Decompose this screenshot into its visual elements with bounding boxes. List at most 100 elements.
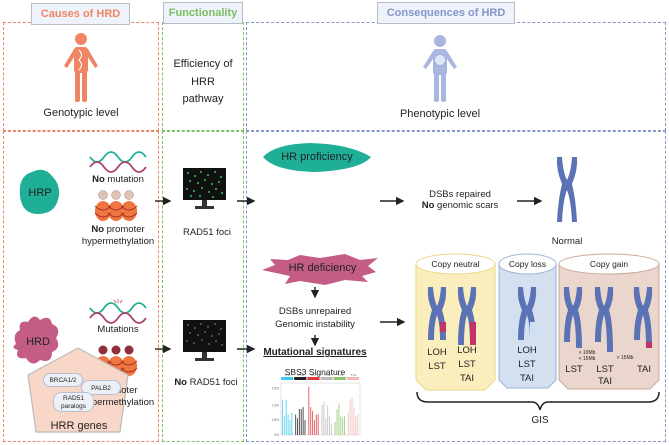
- rad51-foci-text: RAD51 foci: [186, 377, 238, 388]
- gene-palb2: PALB2: [81, 380, 121, 395]
- size-note-gt15: > 15Mb: [616, 355, 634, 361]
- genotypic-level-label: Genotypic level: [43, 107, 119, 119]
- sbs3-ytick-label: 0%: [274, 433, 279, 437]
- sbs3-plot-frame: [280, 382, 361, 436]
- sbs3-bar: [285, 399, 287, 435]
- sbs3-bar: [353, 407, 355, 435]
- sbs3-bar: [342, 418, 344, 435]
- gain-1-label: LST: [565, 364, 583, 375]
- hrp-blob: [19, 169, 60, 214]
- hr-deficiency-label: HR deficiency: [288, 262, 357, 274]
- sbs3-bar: [347, 412, 349, 435]
- sbs3-bar: [317, 414, 319, 435]
- no-bold: No: [174, 377, 187, 388]
- sbs3-bar: [298, 409, 300, 435]
- sbs3-bar: [344, 416, 346, 435]
- size-note-gt10: > 10Mb: [578, 350, 596, 356]
- sbs3-bar: [340, 416, 342, 435]
- sbs3-bar: [312, 410, 314, 435]
- sbs3-category-band: [333, 377, 346, 380]
- no-rad51-foci-label: No RAD51 foci: [166, 377, 246, 389]
- sbs3-bar: [327, 405, 329, 435]
- no-bold: No: [92, 174, 105, 185]
- mutations-label: Mutations: [97, 324, 139, 335]
- causes-bottom-box: [3, 131, 159, 442]
- monitor-icon-no-rad51-foci: [183, 320, 226, 361]
- gain-2-label-1: LST: [596, 364, 614, 375]
- dsbs-repaired-label: DSBs repaired: [429, 189, 491, 200]
- copy-neutral-title: Copy neutral: [431, 259, 480, 269]
- neutral-2-label-3: TAI: [459, 373, 475, 384]
- sbs3-bar: [330, 423, 332, 435]
- phenotype-person-icon: [423, 35, 457, 102]
- gene-brca12: BRCA1/2: [43, 373, 83, 387]
- hr-proficiency-label: HR proficiency: [281, 151, 353, 163]
- hr-proficiency-shape: [263, 143, 371, 172]
- loss-label-1: LOH: [517, 345, 537, 356]
- efficiency-line3: pathway: [182, 93, 224, 105]
- sbs3-bar: [328, 416, 330, 435]
- genotype-person-icon: [64, 33, 98, 102]
- no-promoter-label: No promoter: [70, 224, 166, 236]
- sbs3-bar: [283, 416, 285, 435]
- gis-label: GIS: [531, 415, 549, 426]
- sbs3-bar: [315, 414, 317, 435]
- sbs3-bar: [349, 399, 351, 435]
- mutation-text: mutation: [104, 174, 144, 185]
- consequences-bottom-box: [246, 131, 666, 442]
- chromosome-gain-1: [563, 287, 583, 348]
- sbs3-bar: [325, 418, 327, 435]
- sbs3-category-band: [294, 377, 307, 380]
- genomic-scars-text: genomic scars: [434, 200, 499, 211]
- copy-gain-title: Copy gain: [589, 259, 629, 269]
- gain-3-label: TAI: [636, 364, 652, 375]
- sbs3-ytick-label: 0.8%: [272, 418, 279, 422]
- sbs3-category-label: C>G: [298, 373, 305, 377]
- sbs3-bar: [310, 407, 312, 435]
- sbs3-category-label: C>A: [285, 373, 291, 377]
- genomic-instability-label: Genomic instability: [275, 319, 355, 330]
- hrr-genes-title: HRR genes: [50, 420, 108, 432]
- monitor-icon-rad51-foci: [183, 168, 226, 209]
- sbs3-category-label: T>G: [350, 373, 357, 377]
- size-note-lt15: < 15Mb: [578, 356, 596, 362]
- gain-2-label-2: TAI: [597, 376, 613, 387]
- no-genomic-scars-label: No genomic scars: [405, 200, 515, 212]
- hrd-blob: [13, 316, 59, 364]
- efficiency-line1: Efficiency of: [173, 58, 233, 70]
- gene-rad51-paralogs: RAD51 paralogs: [53, 392, 94, 412]
- sbs3-category-label: T>A: [324, 373, 330, 377]
- loss-label-2: LST: [518, 359, 536, 370]
- sbs3-bar: [321, 405, 323, 435]
- sbs3-bar: [291, 412, 293, 435]
- sbs3-bar: [323, 401, 325, 435]
- neutral-2-label-2: LST: [458, 359, 476, 370]
- neutral-2-label-1: LOH: [457, 345, 477, 356]
- copy-loss-cylinder: [498, 253, 557, 389]
- hypermethylation-label-hrp: hypermethylation: [81, 236, 155, 247]
- chromosome-gain-2: [594, 287, 614, 352]
- sbs3-bar: [357, 414, 359, 435]
- normal-chromosome-icon: [556, 157, 578, 222]
- sbs3-bar: [308, 386, 310, 435]
- sbs3-category-band: [281, 377, 294, 380]
- hrd-label: HRD: [26, 336, 50, 348]
- hrr-genes-pentagon: [27, 347, 129, 433]
- sbs3-category-band: [346, 377, 359, 380]
- rad51-foci-label: RAD51 foci: [182, 227, 232, 238]
- sbs3-bar: [296, 418, 299, 435]
- promoter-text: promoter: [104, 224, 145, 235]
- neutral-1-label-1: LOH: [427, 347, 447, 358]
- dna-icon-hrd: [89, 299, 147, 324]
- dsbs-unrepaired-label: DSBs unrepaired: [278, 306, 352, 317]
- hr-deficiency-shape: [262, 254, 378, 285]
- mutational-signatures-title: Mutational signatures: [263, 347, 367, 358]
- sbs3-category-band: [307, 377, 320, 380]
- sbs3-category-label: C>T: [311, 373, 317, 377]
- loss-label-3: TAI: [519, 373, 535, 384]
- functionality-bottom-box: [162, 131, 244, 442]
- no-bold: No: [91, 224, 104, 235]
